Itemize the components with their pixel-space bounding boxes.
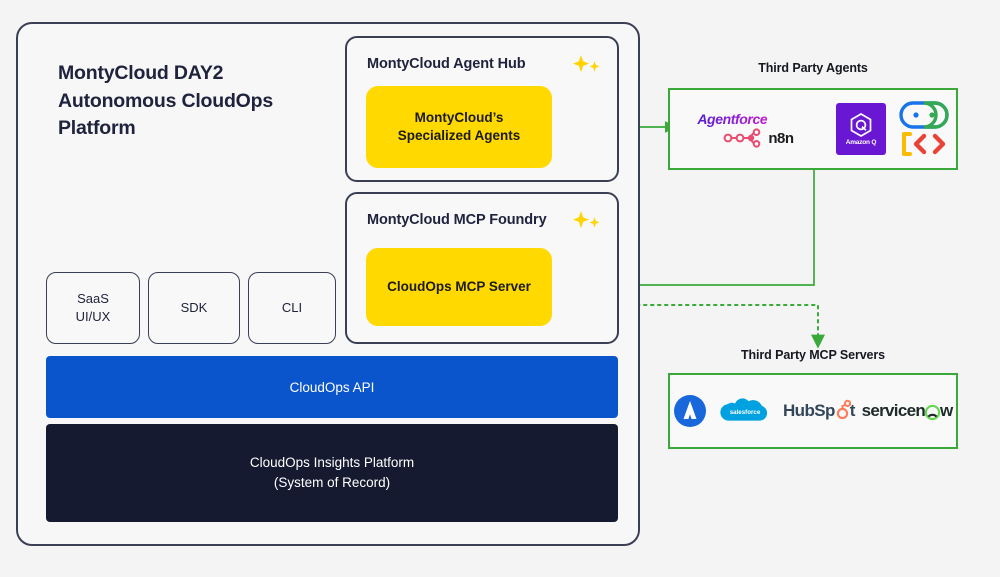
channel-saas-line-1: SaaS — [77, 291, 109, 307]
servicenow-logo[interactable]: servicen w — [861, 401, 954, 421]
cloudops-api-bar[interactable]: CloudOps API — [46, 356, 618, 418]
amazon-q-hexagon-icon — [850, 113, 872, 137]
channel-sdk[interactable]: SDK — [148, 272, 240, 344]
cloudops-insights-platform-bar[interactable]: CloudOps Insights Platform (System of Re… — [46, 424, 618, 522]
specialized-agents-line-2: Specialized Agents — [397, 128, 521, 143]
hubspot-wordmark-tail: t — [849, 401, 856, 420]
channel-sdk-label: SDK — [180, 300, 208, 316]
specialized-agents-line-1: MontyCloud’s — [414, 109, 504, 125]
third-party-mcp-servers-box: salesforce HubSp t servicen — [668, 373, 958, 449]
hubspot-wordmark: HubSp — [782, 401, 835, 420]
sparkles-icon — [573, 211, 600, 229]
servicenow-wordmark-tail: w — [940, 401, 953, 420]
hubspot-sprocket-icon — [836, 399, 851, 419]
page-title-line-2: Autonomous CloudOps — [58, 89, 274, 112]
page-title-line-1: MontyCloud DAY2 — [58, 62, 224, 84]
cloudops-mcp-server-card[interactable]: CloudOps MCP Server — [366, 248, 552, 326]
mcp-foundry-title: MontyCloud MCP Foundry — [367, 212, 547, 228]
page-title: MontyCloud DAY2 Autonomous CloudOps Plat… — [58, 60, 328, 143]
insights-platform-line-2: (System of Record) — [273, 475, 391, 490]
atlassian-logo[interactable] — [673, 394, 707, 428]
cloudops-api-label: CloudOps API — [289, 379, 375, 395]
third-party-agents-label: Third Party Agents — [758, 61, 868, 75]
hubspot-logo[interactable]: HubSp t — [782, 399, 856, 423]
agentforce-n8n-group: Agentforce n8n — [675, 111, 825, 148]
n8n-logo[interactable]: n8n — [683, 128, 794, 148]
atlassian-circle-icon — [674, 395, 707, 427]
gemini-code-assist-logo[interactable] — [897, 100, 951, 158]
agentforce-logo[interactable]: Agentforce — [683, 111, 767, 127]
salesforce-cloud-icon: salesforce — [720, 398, 768, 421]
channel-saas-ui-ux[interactable]: SaaS UI/UX — [46, 272, 140, 344]
agent-hub-title: MontyCloud Agent Hub — [367, 56, 526, 72]
insights-platform-line-1: CloudOps Insights Platform — [249, 454, 415, 470]
salesforce-wordmark: salesforce — [730, 409, 761, 416]
channel-cli[interactable]: CLI — [248, 272, 336, 344]
third-party-agents-box: Agentforce n8n — [668, 88, 958, 170]
amazon-q-label: Amazon Q — [845, 139, 877, 146]
specialized-agents-card[interactable]: MontyCloud’s Specialized Agents — [366, 86, 552, 168]
n8n-wordmark: n8n — [768, 129, 794, 147]
amazon-q-logo[interactable]: Amazon Q — [835, 103, 886, 155]
sparkles-icon — [573, 55, 600, 73]
servicenow-wordmark: servicen — [861, 401, 926, 420]
page-title-line-3: Platform — [58, 117, 136, 140]
n8n-graph-icon — [723, 128, 761, 148]
third-party-mcp-servers-label: Third Party MCP Servers — [740, 348, 886, 362]
code-assist-bot-icon — [898, 101, 949, 156]
servicenow-mark-icon — [924, 404, 941, 420]
channel-saas-line-2: UI/UX — [75, 309, 111, 324]
channel-cli-label: CLI — [281, 300, 303, 316]
cloudops-mcp-server-label: CloudOps MCP Server — [387, 278, 531, 294]
salesforce-logo[interactable]: salesforce — [714, 394, 776, 428]
